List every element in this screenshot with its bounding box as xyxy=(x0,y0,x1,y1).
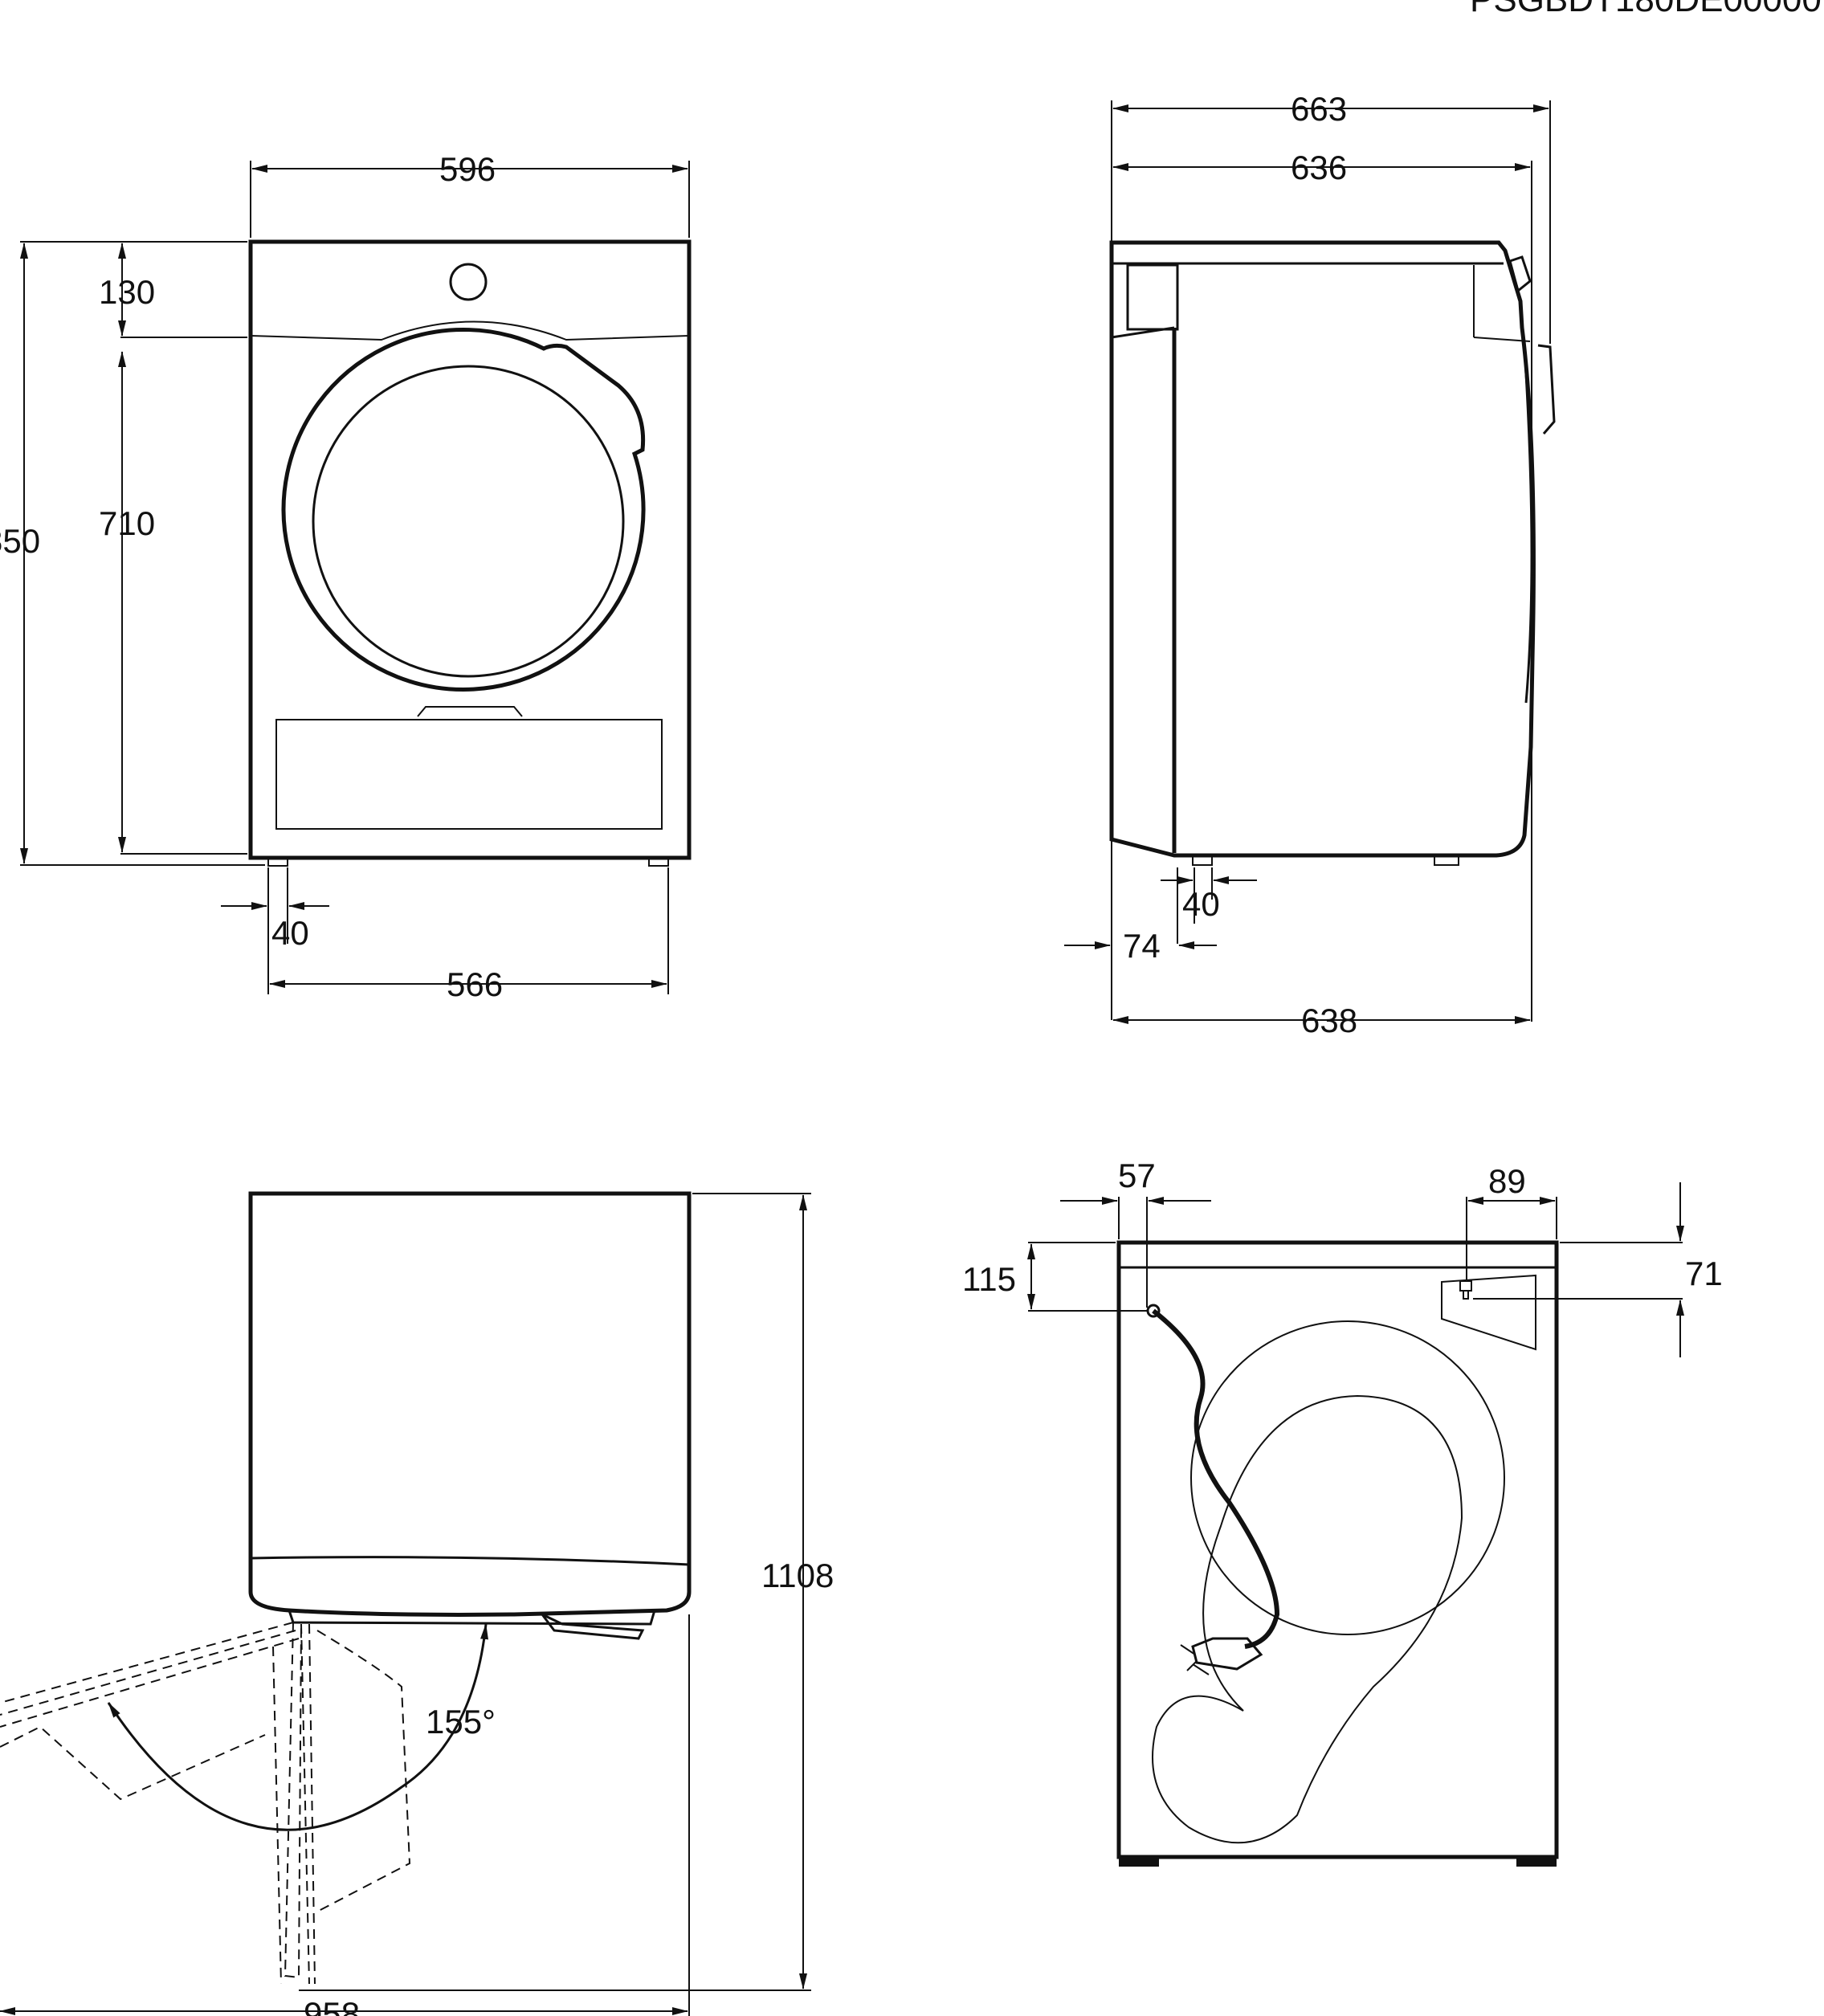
foot-offset-label: 74 xyxy=(1123,927,1161,965)
front-foot-right xyxy=(648,857,669,867)
back-foot-right xyxy=(1516,1857,1557,1867)
side-view: 663 636 40 74 638 xyxy=(1064,90,1556,1039)
power-cable xyxy=(1152,1308,1280,1649)
front-foot-left xyxy=(267,857,288,867)
program-knob xyxy=(449,263,488,301)
front-view: 596 130 710 850 40 566 xyxy=(0,150,692,1003)
door-stop xyxy=(541,1613,645,1640)
total-height-label: 850 xyxy=(0,522,40,560)
front-width-label: 596 xyxy=(439,150,496,188)
side-knob xyxy=(1508,255,1532,293)
side-door-handle xyxy=(1537,344,1556,435)
back-foot-left xyxy=(1119,1857,1159,1867)
height-open-label: 1108 xyxy=(761,1557,834,1594)
side-foot-front xyxy=(1434,855,1459,866)
depth-total-label: 663 xyxy=(1291,90,1347,128)
rear-connector xyxy=(1126,263,1179,331)
feet-spacing-label: 566 xyxy=(447,965,503,1003)
open-door-rear xyxy=(284,1622,302,1979)
door-glass xyxy=(312,365,625,678)
depth-body-label: 636 xyxy=(1291,149,1347,186)
door-outer xyxy=(281,328,646,692)
back-body xyxy=(1116,1240,1559,1859)
cable-offset-x-label: 57 xyxy=(1118,1157,1156,1194)
back-panel-shape xyxy=(1152,1394,1463,1844)
depth-open-label: 958 xyxy=(304,1995,360,2016)
hose-width-label: 89 xyxy=(1488,1162,1526,1200)
door-height-label: 710 xyxy=(99,504,155,542)
door-angle-label: 155° xyxy=(426,1703,496,1741)
side-foot-label: 40 xyxy=(1182,885,1220,923)
water-container xyxy=(275,719,663,830)
cable-offset-y-label: 115 xyxy=(962,1260,1016,1298)
top-view-body xyxy=(248,1191,692,1617)
top-panel-label: 130 xyxy=(99,273,155,311)
hose-offset-y-label: 71 xyxy=(1685,1255,1723,1292)
cable-entry xyxy=(1146,1304,1161,1318)
top-panel-line xyxy=(250,320,690,341)
front-body xyxy=(248,239,692,860)
base-plinth xyxy=(288,1610,656,1626)
side-foot-rear xyxy=(1192,855,1213,866)
door-open-view: 1108 155° 958 xyxy=(0,1191,834,2016)
hose-outlet xyxy=(1459,1280,1472,1292)
product-code: PSGBDT180DE00000 xyxy=(1470,0,1822,19)
angle-arc xyxy=(107,1623,488,1831)
power-plug xyxy=(1191,1637,1263,1671)
hose-outlet-box xyxy=(1441,1274,1536,1351)
back-view: 57 89 115 71 xyxy=(962,1157,1723,1867)
container-handle xyxy=(417,706,523,717)
depth-base-label: 638 xyxy=(1301,1002,1357,1039)
front-foot-label: 40 xyxy=(271,914,309,952)
back-panel-ring xyxy=(1190,1320,1505,1635)
